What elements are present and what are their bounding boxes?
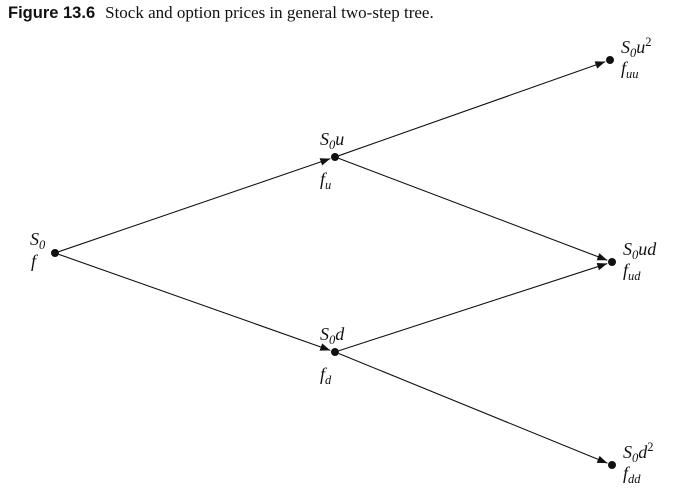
edge-n0-to-nd — [58, 253, 331, 351]
tree-node-nu — [331, 153, 339, 161]
edge-nd-to-nud — [338, 263, 608, 352]
option-value-label-nd: fd — [320, 364, 332, 387]
tree-node-nud — [608, 258, 616, 266]
tree-node-ndd — [608, 461, 616, 469]
figure-number: Figure 13.6 — [8, 4, 96, 22]
option-value-label-nud: fud — [623, 260, 641, 283]
figure-caption: Figure 13.6 Stock and option prices in ge… — [8, 2, 434, 24]
edge-nd-to-ndd — [338, 353, 608, 464]
stock-price-label-nd: S0d — [320, 324, 345, 347]
stock-price-label-nud: S0ud — [623, 239, 657, 262]
stock-price-label-nu: S0u — [320, 129, 344, 152]
option-value-label-ndd: fdd — [623, 463, 641, 486]
edge-nu-to-nud — [338, 157, 608, 261]
tree-node-n0 — [51, 249, 59, 257]
stock-price-label-nuu: S0u2 — [621, 35, 652, 60]
tree-node-nd — [331, 348, 339, 356]
tree-edges — [58, 61, 608, 464]
tree-nodes — [51, 56, 616, 469]
stock-price-label-ndd: S0d2 — [623, 440, 654, 465]
stock-price-label-n0: S0 — [30, 229, 46, 252]
tree-node-nuu — [606, 56, 614, 64]
option-value-label-nuu: fuu — [621, 58, 639, 81]
option-value-label-n0: f — [31, 251, 39, 271]
figure-title: Stock and option prices in general two-s… — [105, 3, 434, 22]
edge-nu-to-nuu — [338, 61, 606, 157]
edge-n0-to-nu — [58, 158, 331, 253]
option-value-label-nu: fu — [320, 169, 331, 192]
